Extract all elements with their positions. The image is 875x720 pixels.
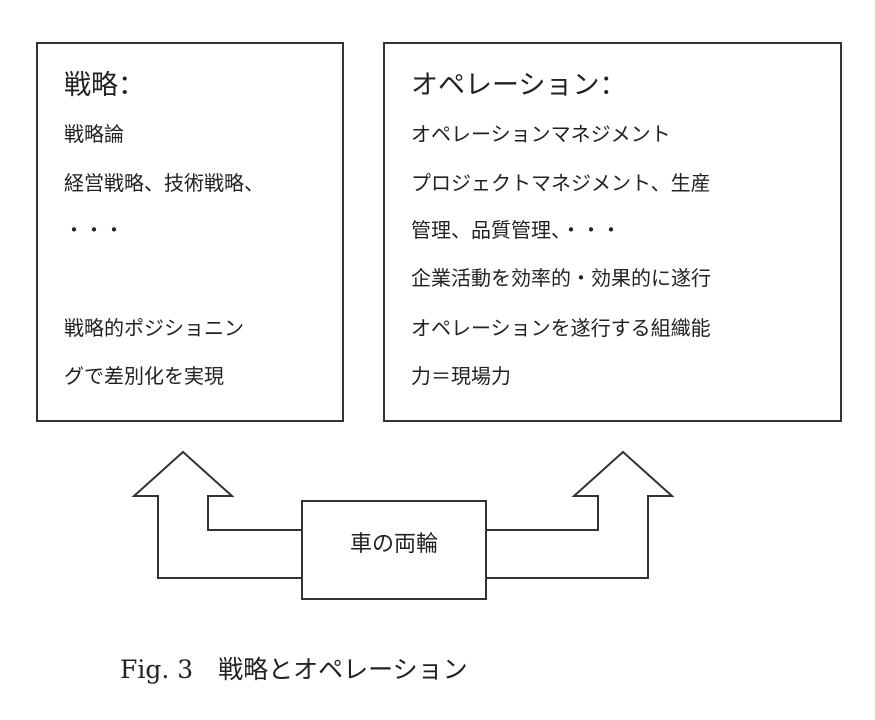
strategy-line: ・・・	[64, 218, 124, 242]
left-up-arrow	[131, 450, 301, 579]
operation-line: 力＝現場力	[411, 364, 511, 388]
operation-line: 企業活動を効率的・効果的に遂行	[411, 266, 711, 290]
operation-line: プロジェクトマネジメント、生産	[411, 171, 711, 195]
center-label: 車の両輪	[349, 532, 438, 557]
strategy-title: 戦略：	[64, 70, 145, 101]
strategy-line: 経営戦略、技術戦略、	[64, 171, 264, 195]
strategy-line: 戦略的ポジショニン	[64, 316, 244, 340]
operation-line: オペレーションを遂行する組織能	[411, 316, 711, 340]
operation-line: オペレーションマネジメント	[411, 122, 671, 146]
strategy-line: グで差別化を実現	[64, 364, 224, 388]
operation-box: オペレーション： オペレーションマネジメント プロジェクトマネジメント、生産 管…	[383, 42, 842, 422]
right-up-arrow	[487, 450, 675, 579]
strategy-line: 戦略論	[64, 122, 124, 146]
figure-caption: Fig. 3 戦略とオペレーション	[120, 655, 468, 684]
center-box: 車の両輪	[301, 500, 487, 600]
operation-title: オペレーション：	[411, 70, 627, 101]
operation-line: 管理、品質管理、・・・	[411, 218, 621, 242]
strategy-box: 戦略： 戦略論 経営戦略、技術戦略、 ・・・ 戦略的ポジショニン グで差別化を実…	[36, 42, 344, 422]
